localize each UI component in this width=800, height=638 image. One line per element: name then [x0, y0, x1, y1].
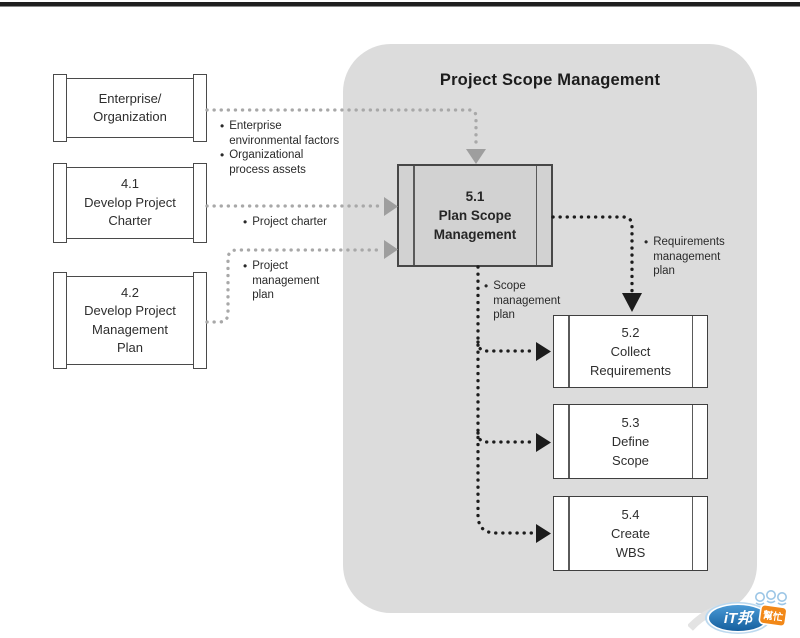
node-end-bar: [193, 74, 207, 142]
node-inner-line: [691, 497, 693, 570]
node-develop-project-management-plan: 4.2 Develop Project Management Plan: [53, 272, 207, 369]
watermark-brand-text: iT邦: [724, 610, 755, 627]
node-inner-line: [568, 497, 570, 570]
label-enterprise-environmental-factors: Enterprise environmental factors: [229, 120, 340, 147]
watermark-figures-icon: [755, 590, 788, 606]
node-define-scope: 5.3 Define Scope: [553, 404, 708, 479]
node-enterprise-organization: Enterprise/ Organization: [53, 74, 207, 142]
node-end-bar: [53, 272, 67, 369]
watermark-tag-text: 幫忙: [762, 608, 784, 624]
node-inner-line: [413, 166, 415, 265]
watermark-logo: iT邦 幫忙: [688, 590, 788, 634]
group-title: Project Scope Management: [439, 71, 661, 89]
node-develop-project-charter: 4.1 Develop Project Charter: [53, 163, 207, 243]
label-requirements-management-plan: Requirements management plan: [644, 235, 744, 279]
node-define-scope-label: 5.3 Define Scope: [611, 415, 650, 468]
label-scope-management-plan: Scope management plan: [484, 279, 584, 323]
node-plan-scope-management-label: 5.1 Plan Scope Management: [433, 189, 517, 242]
top-rule: [0, 2, 800, 7]
watermark-tag: 幫忙: [758, 604, 788, 628]
node-end-bar: [53, 163, 67, 243]
node-collect-requirements: 5.2 Collect Requirements: [553, 315, 708, 388]
node-plan-scope-management: 5.1 Plan Scope Management: [397, 164, 553, 267]
label-project-charter: Project charter: [243, 215, 353, 230]
node-develop-project-charter-label: 4.1 Develop Project Charter: [63, 167, 197, 239]
node-enterprise-organization-label: Enterprise/ Organization: [63, 78, 197, 138]
label-organizational-process-assets: Organizational process assets: [229, 149, 306, 176]
node-inner-line: [691, 405, 693, 478]
node-inner-line: [568, 316, 570, 387]
node-end-bar: [53, 74, 67, 142]
node-end-bar: [193, 163, 207, 243]
watermark-ellipse: [709, 605, 767, 631]
node-inner-line: [535, 166, 537, 265]
label-project-management-plan: Project management plan: [243, 259, 343, 303]
node-inner-line: [568, 405, 570, 478]
node-create-wbs: 5.4 Create WBS: [553, 496, 708, 571]
node-inner-line: [691, 316, 693, 387]
node-create-wbs-label: 5.4 Create WBS: [610, 507, 651, 560]
node-end-bar: [193, 272, 207, 369]
node-collect-requirements-label: 5.2 Collect Requirements: [590, 325, 671, 378]
node-develop-project-management-plan-label: 4.2 Develop Project Management Plan: [63, 276, 197, 365]
label-eef-opa: Enterprise environmental factors Organiz…: [220, 119, 340, 177]
